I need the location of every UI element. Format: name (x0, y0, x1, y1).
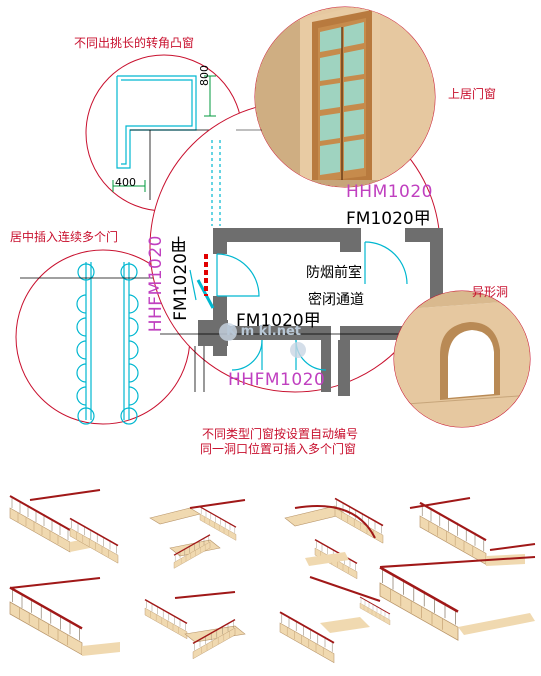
stair-3 (284, 497, 384, 580)
bay-window-label: 不同出挑长的转角凸窗 (74, 36, 195, 50)
stair-5 (8, 577, 120, 656)
upper-door-circle (254, 6, 436, 188)
dimension-800: 800 (198, 65, 211, 86)
stair-1 (9, 489, 119, 565)
separator-space (0, 462, 541, 488)
tag-hhm1020: HHM1020 (346, 182, 433, 202)
stair-2 (149, 499, 246, 570)
tag-fm1020-vertical: FM1020甲 (171, 236, 191, 321)
feature-diagram-panel: 不同出挑长的转角凸窗 上居门窗 居中插入连续多个门 异形洞 不同类型门窗按设置自… (10, 6, 531, 456)
auto-number-label-line2: 同一洞口位置可插入多个门窗 (200, 442, 357, 456)
upper-door-window-label: 上居门窗 (448, 87, 497, 101)
stair-4 (409, 497, 536, 566)
room-label-closed-passage: 密闭通道 (308, 292, 364, 308)
multi-door-circle (15, 249, 191, 425)
center-insert-doors-label: 居中插入连续多个门 (10, 230, 119, 244)
stair-gallery (8, 489, 536, 664)
stair-6 (144, 591, 246, 660)
tag-fm1020-middle: FM1020甲 (236, 311, 321, 331)
tag-hhfm1020-vertical: HHFM1020 (146, 235, 166, 333)
stair-7 (279, 576, 391, 664)
watermark: K m kl.net (226, 324, 301, 339)
dimension-400: 400 (115, 176, 136, 189)
stair-8 (378, 556, 536, 642)
diagram-canvas (15, 6, 531, 428)
tag-hhfm1020-bottom: HHFM1020 (228, 370, 326, 390)
auto-number-label-line1: 不同类型门窗按设置自动编号 (202, 427, 359, 441)
room-label-smoke-prevention: 防烟前室 (306, 265, 362, 281)
special-opening-circle (393, 290, 531, 428)
tag-fm1020-top: FM1020甲 (346, 209, 431, 229)
special-opening-label: 异形洞 (472, 285, 509, 299)
